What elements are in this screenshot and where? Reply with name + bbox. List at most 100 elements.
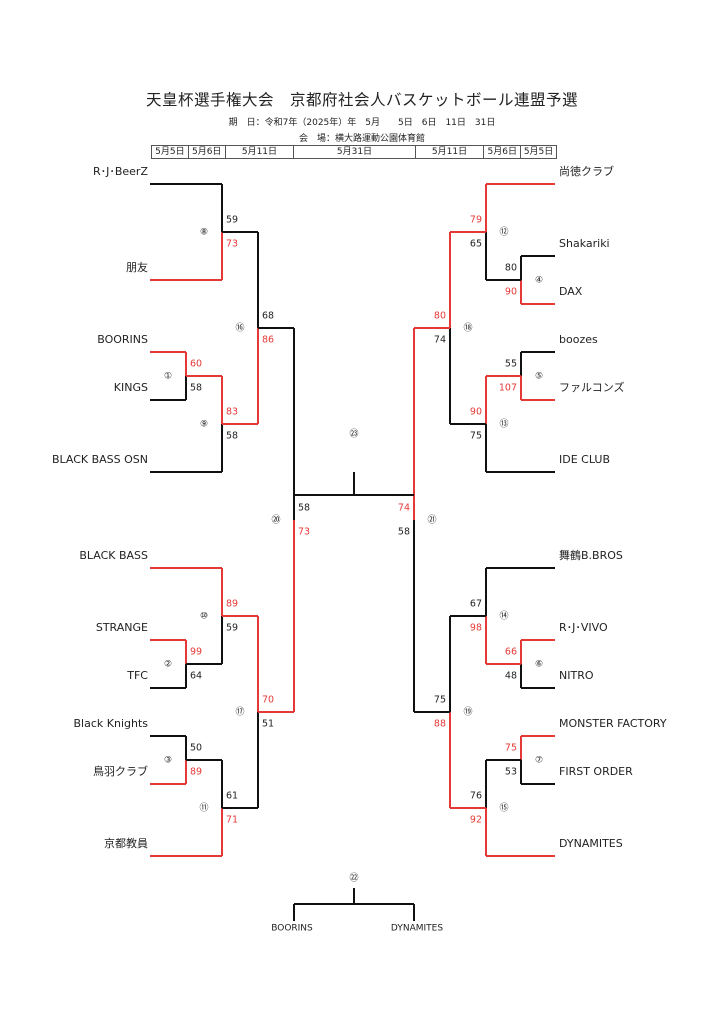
score-label: 65 — [470, 239, 482, 250]
score-label: 55 — [505, 359, 517, 370]
game-number: ⑲ — [463, 707, 472, 718]
score-label: 83 — [226, 407, 238, 418]
game-number: ⑫ — [499, 227, 508, 238]
score-label: 51 — [262, 719, 274, 730]
team-label: TFC — [126, 669, 148, 682]
game-number: ⑩ — [200, 612, 208, 622]
schedule-cell: 5月6日 — [189, 146, 226, 158]
game-number: ④ — [535, 276, 543, 286]
team-label: IDE CLUB — [559, 453, 610, 466]
score-label: 86 — [262, 335, 274, 346]
score-label: 50 — [190, 743, 202, 754]
page-title: 天皇杯選手権大会 京都府社会人バスケットボール連盟予選 — [145, 91, 578, 109]
score-label: 98 — [470, 623, 482, 634]
score-label: 71 — [226, 815, 238, 826]
game-number: ⑤ — [535, 372, 543, 382]
score-label: 73 — [298, 527, 310, 538]
schedule-cell: 5月31日 — [294, 146, 416, 158]
score-label: 58 — [226, 431, 238, 442]
game-number: ② — [164, 660, 172, 670]
team-label: DYNAMITES — [391, 924, 443, 934]
game-number: ③ — [164, 756, 172, 766]
score-label: 58 — [298, 503, 310, 514]
game-number: ㉓ — [349, 429, 358, 440]
score-label: 53 — [505, 767, 517, 778]
game-number: ⑥ — [535, 660, 543, 670]
score-label: 80 — [505, 263, 517, 274]
score-label: 107 — [499, 383, 517, 394]
score-label: 89 — [226, 599, 238, 610]
score-label: 76 — [470, 791, 482, 802]
team-label: BOORINS — [271, 924, 313, 934]
team-label: STRANGE — [96, 621, 148, 634]
game-number: ⑯ — [235, 323, 244, 334]
game-number: ⑱ — [463, 323, 472, 334]
team-label: DYNAMITES — [559, 837, 623, 850]
score-label: 74 — [398, 503, 410, 514]
score-label: 58 — [190, 383, 202, 394]
event-venue: 会 場：横大路運動公園体育館 — [298, 134, 425, 144]
score-label: 61 — [226, 791, 238, 802]
team-label: NITRO — [559, 669, 594, 682]
score-label: 90 — [505, 287, 517, 298]
schedule-cell: 5月11日 — [416, 146, 485, 158]
schedule-bar: 5月5日 5月6日 5月11日 5月31日 5月11日 5月6日 5月5日 — [151, 145, 557, 159]
game-number: ⑨ — [200, 420, 208, 430]
team-label: 鳥羽クラブ — [93, 764, 148, 778]
team-label: R･J･BeerZ — [93, 165, 148, 178]
score-label: 66 — [505, 647, 517, 658]
score-label: 70 — [262, 695, 274, 706]
team-label: BLACK BASS — [79, 549, 148, 562]
team-label: BLACK BASS OSN — [52, 453, 148, 466]
game-number: ㉒ — [349, 873, 358, 884]
game-number: ⑧ — [200, 228, 208, 238]
score-label: 64 — [190, 671, 202, 682]
score-label: 74 — [434, 335, 446, 346]
score-label: 80 — [434, 311, 446, 322]
game-number: ⑪ — [199, 803, 208, 814]
score-label: 92 — [470, 815, 482, 826]
schedule-cell: 5月6日 — [484, 146, 522, 158]
score-label: 59 — [226, 623, 238, 634]
score-label: 75 — [505, 743, 517, 754]
team-label: 朋友 — [126, 260, 148, 274]
score-label: 68 — [262, 311, 274, 322]
game-number: ㉑ — [427, 515, 436, 526]
schedule-cell: 5月11日 — [226, 146, 295, 158]
schedule-cell: 5月5日 — [523, 147, 554, 157]
score-label: 89 — [190, 767, 202, 778]
game-number: ⑭ — [499, 611, 508, 622]
score-label: 90 — [470, 407, 482, 418]
team-label: FIRST ORDER — [559, 765, 633, 778]
score-label: 58 — [398, 527, 410, 538]
game-number: ⑰ — [235, 707, 244, 718]
game-number: ① — [164, 372, 172, 382]
score-label: 79 — [470, 215, 482, 226]
score-label: 60 — [190, 359, 202, 370]
score-label: 75 — [470, 431, 482, 442]
schedule-cell: 5月5日 — [152, 146, 189, 158]
team-label: Shakariki — [559, 237, 610, 250]
team-label: R･J･VIVO — [559, 621, 608, 634]
game-number: ⑦ — [535, 756, 543, 766]
team-label: 舞鶴B.BROS — [559, 548, 623, 562]
team-label: DAX — [559, 285, 583, 298]
score-label: 67 — [470, 599, 482, 610]
score-label: 75 — [434, 695, 446, 706]
team-label: boozes — [559, 333, 598, 346]
team-label: MONSTER FACTORY — [559, 717, 667, 730]
score-label: 99 — [190, 647, 202, 658]
team-label: Black Knights — [74, 717, 149, 730]
score-label: 59 — [226, 215, 238, 226]
team-label: BOORINS — [97, 333, 148, 346]
score-label: 88 — [434, 719, 446, 730]
game-number: ⑳ — [271, 515, 280, 526]
team-label: 尚徳クラブ — [559, 164, 614, 178]
team-label: KINGS — [114, 381, 148, 394]
team-label: ファルコンズ — [559, 380, 625, 394]
event-dates: 期 日：令和7年（2025年）年 5月 5日 6日 11日 31日 — [228, 118, 496, 128]
game-number: ⑬ — [499, 419, 508, 430]
game-number: ⑮ — [499, 803, 508, 814]
score-label: 48 — [505, 671, 517, 682]
